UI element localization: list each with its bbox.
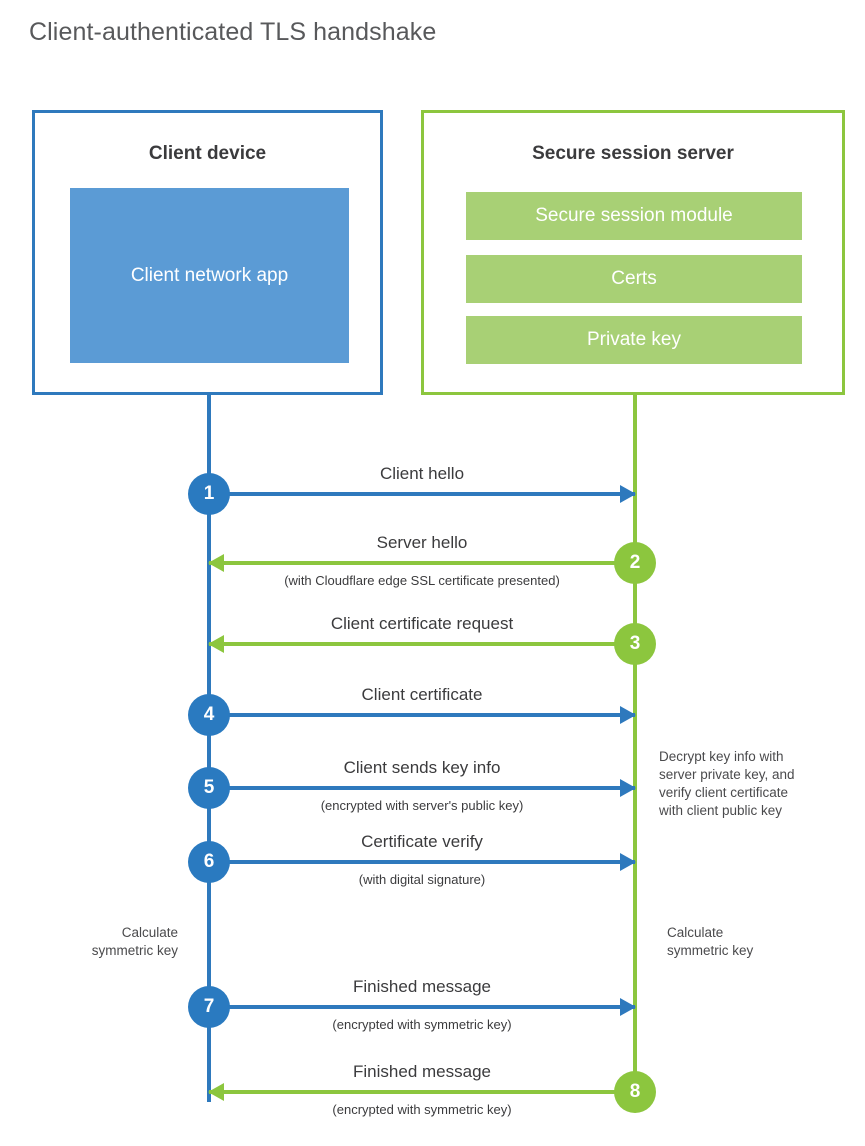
client-calculate-symmetric-key-note: Calculate symmetric key [91,925,178,958]
step-circle-7[interactable]: 7 [188,986,230,1028]
message-sublabel-7: (encrypted with symmetric key) [332,1017,512,1032]
secure-session-server-title: Secure session server [532,143,734,164]
step-circle-5[interactable]: 5 [188,767,230,809]
arrowhead-right-6 [620,853,636,871]
client-network-app-label: Client network app [130,264,289,286]
message-line-1 [209,492,635,496]
server-component-secure-session-module: Secure session module [466,192,802,240]
message-label-2: Server hello [376,533,468,552]
message-label-3: Client certificate request [330,614,514,633]
page-title: Client-authenticated TLS handshake [29,18,437,46]
arrowhead-left-8 [208,1083,224,1101]
message-label-7: Finished message [353,977,491,996]
arrowhead-right-4 [620,706,636,724]
arrowhead-right-7 [620,998,636,1016]
server-calculate-symmetric-key-note: Calculate symmetric key [667,925,754,958]
secure-session-server-box: Secure session server Secure session mod… [421,110,845,395]
server-component-private-key: Private key [466,316,802,364]
client-device-title: Client device [148,143,267,164]
step-circle-4[interactable]: 4 [188,694,230,736]
message-sublabel-6: (with digital signature) [358,872,486,887]
client-network-app-block: Client network app [70,188,349,363]
message-label-1: Client hello [379,464,465,483]
arrowhead-right-1 [620,485,636,503]
arrowhead-left-3 [208,635,224,653]
client-device-box: Client device Client network app [32,110,383,395]
message-line-2 [209,561,635,565]
step-circle-6[interactable]: 6 [188,841,230,883]
message-sublabel-2: (with Cloudflare edge SSL certificate pr… [284,573,560,588]
server-component-certs: Certs [466,255,802,303]
message-line-6 [209,860,635,864]
server-decrypt-note: Decrypt key info with server private key… [659,749,795,818]
step-circle-1[interactable]: 1 [188,473,230,515]
message-label-6: Certificate verify [361,832,483,851]
message-sublabel-8: (encrypted with symmetric key) [332,1102,512,1117]
message-label-8: Finished message [353,1062,491,1081]
client-lifeline [207,394,211,1102]
step-circle-3[interactable]: 3 [614,623,656,665]
message-sublabel-5: (encrypted with server's public key) [320,798,524,813]
arrowhead-right-5 [620,779,636,797]
server-lifeline [633,394,637,1094]
message-label-4: Client certificate [361,685,483,704]
message-line-7 [209,1005,635,1009]
step-circle-2[interactable]: 2 [614,542,656,584]
message-line-8 [209,1090,635,1094]
message-line-4 [209,713,635,717]
step-circle-8[interactable]: 8 [614,1071,656,1113]
message-line-5 [209,786,635,790]
message-label-5: Client sends key info [343,758,501,777]
arrowhead-left-2 [208,554,224,572]
message-line-3 [209,642,635,646]
